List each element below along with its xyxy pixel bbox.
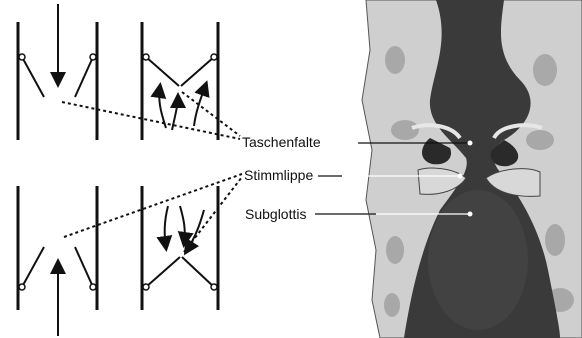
stimmlippe-pin — [458, 174, 463, 179]
schematic-top-left — [18, 4, 97, 140]
label-stimmlippe: Stimmlippe — [244, 167, 313, 183]
schematic-bottom-left — [18, 186, 97, 336]
label-taschenfalte: Taschenfalte — [242, 134, 321, 150]
schematic-top-right — [142, 22, 218, 140]
schematic-bottom-right — [142, 186, 218, 310]
label-subglottis: Subglottis — [245, 206, 306, 222]
taschenfalte-pin — [468, 141, 473, 146]
larynx-cross-section — [362, 0, 582, 338]
subglottis-pin — [468, 212, 473, 217]
dotted-leader-lines — [62, 92, 242, 252]
